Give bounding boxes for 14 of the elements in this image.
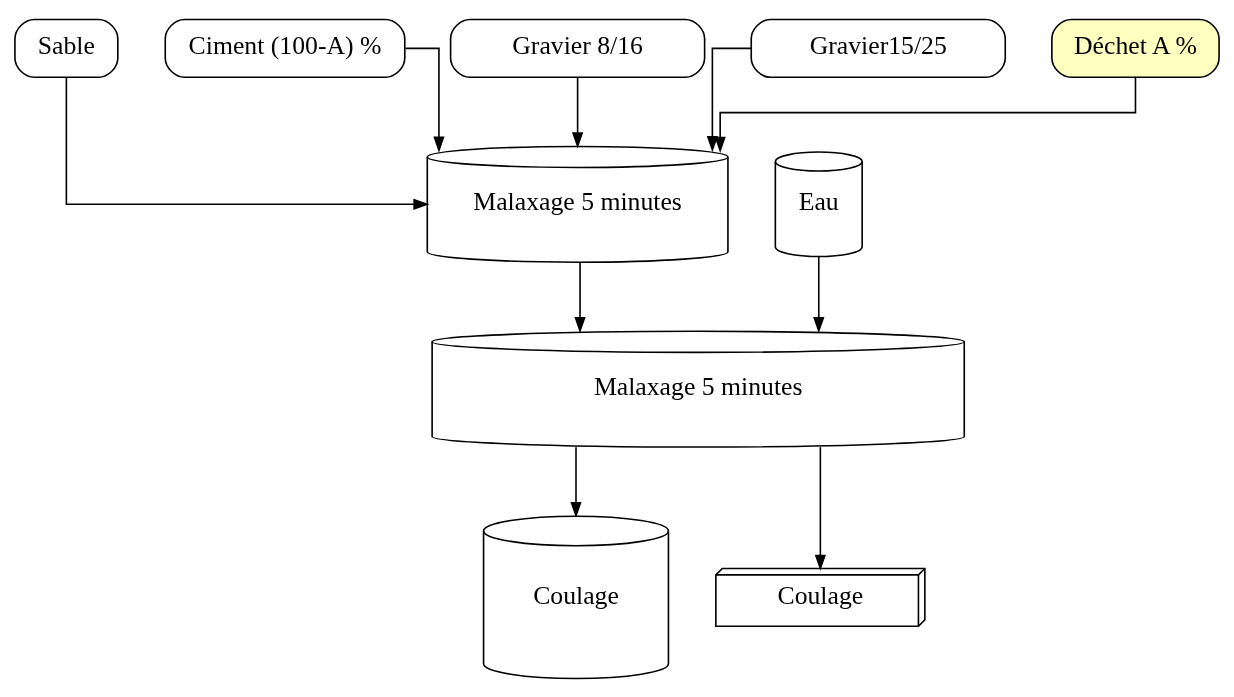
node-box: Sable <box>14 18 119 78</box>
arrow <box>65 76 430 210</box>
node-box: Gravier15/25 <box>750 18 1007 78</box>
arrow <box>814 445 826 571</box>
arrow <box>570 445 582 518</box>
node-box: Gravier 8/16 <box>449 18 706 78</box>
node-box: Déchet A % <box>1051 18 1220 78</box>
arrow <box>714 76 1137 153</box>
arrow <box>574 261 586 333</box>
node-box: Ciment (100-A) % <box>164 18 406 78</box>
arrow <box>404 47 445 153</box>
arrow <box>571 76 584 148</box>
arrow <box>706 47 752 152</box>
arrow <box>813 255 825 333</box>
